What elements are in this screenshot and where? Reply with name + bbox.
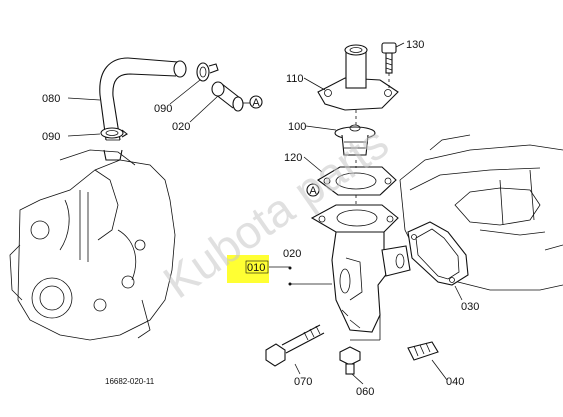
bolt-060 — [339, 346, 361, 375]
label-010[interactable]: 010 — [247, 262, 265, 274]
marker-a-2-text: A — [309, 185, 317, 197]
water-pump-housing — [9, 149, 176, 341]
dot-010b — [288, 282, 292, 286]
label-020-top[interactable]: 020 — [172, 121, 190, 133]
figure-code: 16682-020-11 — [105, 377, 155, 386]
label-070[interactable]: 070 — [294, 376, 312, 388]
part-labels[interactable]: 080 090 090 020 110 130 100 120 020 010 … — [42, 39, 479, 398]
bolt-070 — [265, 324, 325, 367]
gasket-030 — [407, 221, 469, 286]
thermostat-100 — [334, 124, 376, 156]
pipe-020-small — [211, 81, 250, 112]
thermostat-cover-110 — [317, 44, 399, 111]
dot-010 — [288, 266, 292, 270]
marker-a-1-text: A — [252, 97, 260, 109]
label-090-top[interactable]: 090 — [154, 103, 172, 115]
label-090-bottom[interactable]: 090 — [42, 131, 60, 143]
label-130[interactable]: 130 — [406, 39, 424, 51]
label-040[interactable]: 040 — [446, 376, 464, 388]
thermostat-housing-010 — [310, 204, 411, 333]
label-080[interactable]: 080 — [42, 93, 60, 105]
label-110[interactable]: 110 — [286, 73, 304, 85]
clamp-090-bottom — [100, 127, 128, 139]
label-020-right[interactable]: 020 — [283, 248, 301, 260]
highlight-010-frame — [245, 260, 269, 274]
marker-a-2: A — [306, 183, 320, 197]
assembly-lines — [350, 73, 390, 341]
label-120[interactable]: 120 — [284, 152, 302, 164]
clamp-090-top — [196, 62, 219, 82]
bolt-130 — [381, 42, 397, 74]
hose-080 — [99, 57, 187, 161]
label-060[interactable]: 060 — [356, 386, 374, 398]
highlight-010 — [227, 255, 269, 283]
label-100[interactable]: 100 — [288, 121, 306, 133]
marker-a-1: A — [249, 95, 263, 109]
gasket-120 — [317, 166, 397, 196]
leader-lines — [67, 42, 463, 385]
plug-040 — [407, 341, 439, 361]
label-030[interactable]: 030 — [461, 301, 479, 313]
